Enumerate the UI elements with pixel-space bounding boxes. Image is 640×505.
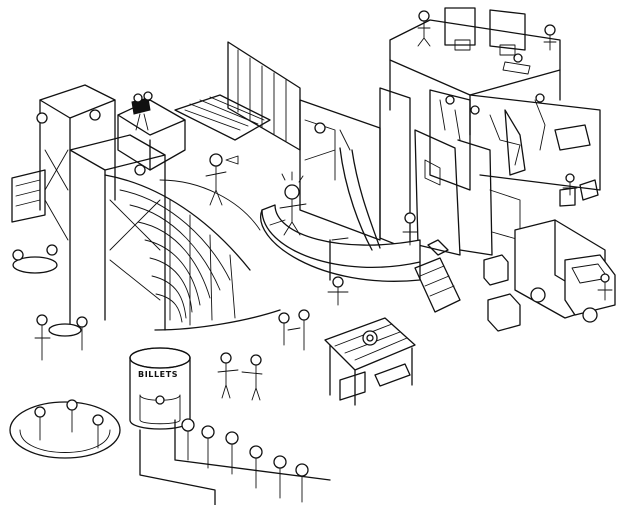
projection-screen: [227, 41, 301, 151]
cafe-bar: [11, 169, 88, 361]
usher-figures: [205, 153, 418, 246]
auditorium-seating: [104, 174, 281, 331]
camera-platform: [117, 91, 186, 171]
greeting-pair: [217, 352, 263, 401]
ticket-queue: [139, 418, 331, 505]
lighting-scaffold: [36, 84, 166, 331]
backstage-flats: [379, 87, 526, 256]
upper-audience-block: [174, 94, 271, 141]
box-office-kiosk: BILLETS: [129, 347, 191, 430]
delivery-truck: [514, 219, 616, 323]
dressing-rooms: [429, 89, 601, 207]
crates-and-stairs: [414, 239, 521, 332]
round-meeting-table: [9, 399, 121, 459]
ticket-check: [278, 309, 310, 351]
stage-curtain: [299, 99, 381, 251]
box-office-sign: BILLETS: [138, 370, 178, 379]
office-upper-floor: [389, 7, 561, 136]
souvenir-stall: [324, 317, 416, 406]
main-stage: [260, 171, 421, 306]
